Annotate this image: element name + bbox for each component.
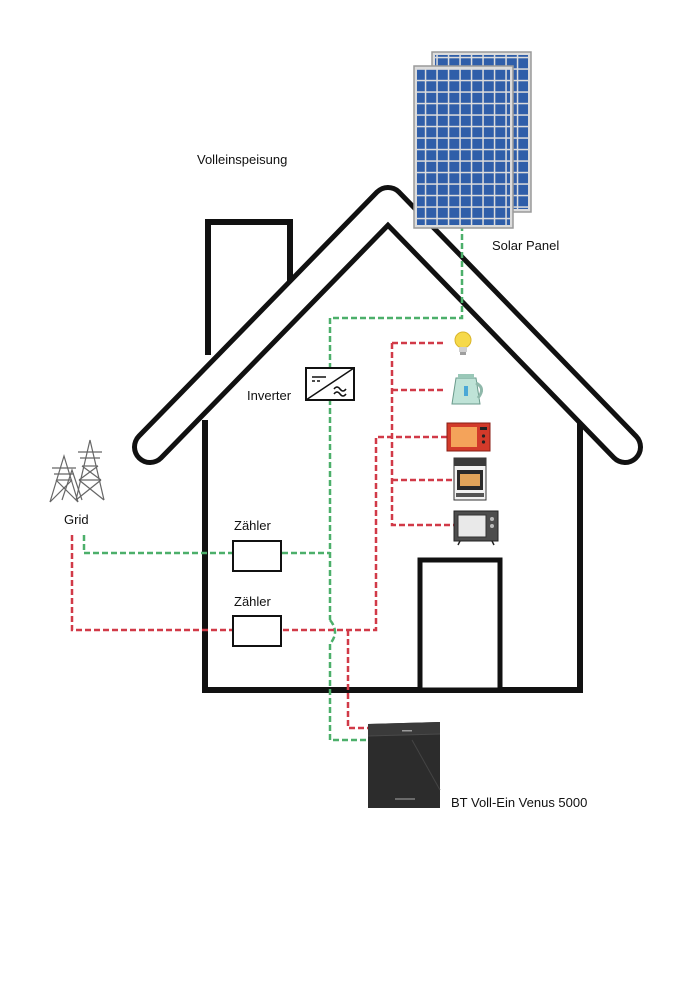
- battery-label: BT Voll-Ein Venus 5000: [451, 795, 588, 810]
- house: [202, 219, 583, 693]
- grid-label: Grid: [64, 512, 89, 527]
- meter-label-bottom: Zähler: [234, 594, 271, 609]
- battery-icon: [367, 722, 441, 808]
- inverter-label: Inverter: [247, 388, 292, 403]
- meter-icon: [232, 540, 282, 572]
- grid-tower-icon: [49, 439, 105, 503]
- diagram-title: Volleinspeisung: [197, 152, 288, 167]
- inverter-icon: [305, 367, 355, 401]
- tv-icon: [453, 510, 499, 546]
- oven-icon: [453, 457, 487, 501]
- red-wiring: [70, 341, 455, 730]
- meter-icon: [232, 615, 282, 647]
- light-bulb-icon: [454, 331, 472, 355]
- meter-label-top: Zähler: [234, 518, 271, 533]
- solar-panel-label: Solar Panel: [492, 238, 560, 253]
- door: [417, 557, 503, 693]
- microwave-icon: [446, 422, 491, 452]
- roof: [132, 185, 643, 465]
- kettle-icon: [451, 374, 483, 405]
- solar-panel-icon: [413, 51, 532, 229]
